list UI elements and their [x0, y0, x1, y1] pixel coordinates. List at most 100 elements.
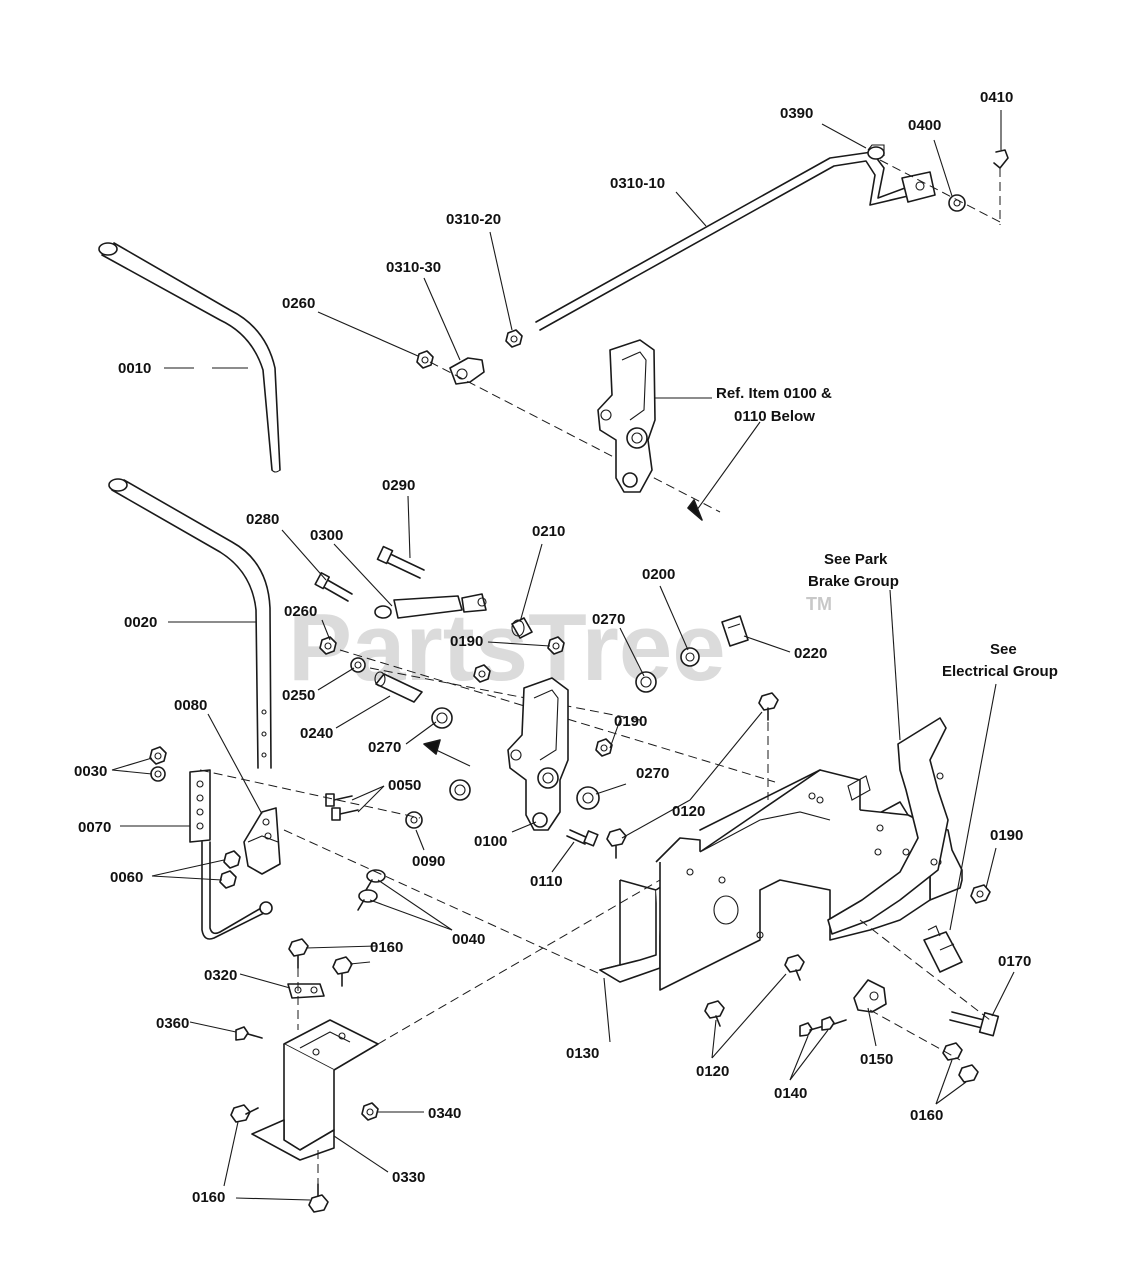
link-0300 — [374, 593, 487, 619]
rod-0310-10 — [535, 151, 936, 331]
label-0330: 0330 — [392, 1169, 425, 1186]
rod-lower — [201, 841, 273, 940]
bushing-0270-b — [431, 707, 453, 729]
bolt-0120-b — [606, 828, 627, 859]
bolt-0170 — [949, 1011, 1000, 1037]
bushing-0270-c — [449, 779, 471, 801]
nut-0260-lower — [319, 636, 337, 655]
washer-0400 — [948, 194, 966, 212]
bolt-0160-r1 — [942, 1042, 963, 1061]
washer-0200 — [680, 647, 700, 667]
park-note-line2: Brake Group — [808, 573, 899, 590]
label-0150: 0150 — [860, 1051, 893, 1068]
pivot-bracket-0080 — [243, 807, 281, 875]
label-0210: 0210 — [532, 523, 565, 540]
bolt-0280 — [314, 572, 353, 602]
label-0190-b: 0190 — [614, 713, 647, 730]
screw-0140-b — [821, 1016, 847, 1031]
bolt-0160-l1 — [288, 938, 309, 969]
label-0260-lower: 0260 — [284, 603, 317, 620]
label-0300: 0300 — [310, 527, 343, 544]
nut-0190-b — [595, 738, 613, 757]
label-0270-a: 0270 — [592, 611, 625, 628]
label-0190-a: 0190 — [450, 633, 483, 650]
label-0110: 0110 — [530, 873, 563, 890]
watermark-brand: PartsTree — [288, 594, 726, 701]
label-0170: 0170 — [998, 953, 1031, 970]
nut-0060-b — [219, 870, 237, 889]
bolt-0160-l2 — [332, 956, 353, 987]
ref-note-line1: Ref. Item 0100 & — [716, 385, 832, 402]
control-plate-upper — [597, 339, 656, 493]
label-0100: 0100 — [474, 833, 507, 850]
nut-0190-c — [970, 884, 991, 904]
label-0040: 0040 — [452, 931, 485, 948]
label-0120-a: 0120 — [672, 803, 705, 820]
label-0080: 0080 — [174, 697, 207, 714]
label-0240: 0240 — [300, 725, 333, 742]
part-labels: 0410 0390 0400 0310-10 0310-20 0310-30 0… — [74, 89, 1031, 1206]
label-0200: 0200 — [642, 566, 675, 583]
washer-0090 — [405, 811, 423, 829]
label-0160-c: 0160 — [192, 1189, 225, 1206]
label-0130: 0130 — [566, 1045, 599, 1062]
leader-lines — [111, 110, 1015, 1201]
bracket-0150 — [853, 979, 887, 1013]
clip-0410 — [993, 149, 1009, 169]
label-0160-b: 0160 — [910, 1107, 943, 1124]
label-0270-c: 0270 — [636, 765, 669, 782]
reference-notes: Ref. Item 0100 & 0110 Below See Park Bra… — [716, 385, 1058, 680]
arrow-upper — [687, 421, 761, 521]
washer-0250 — [350, 657, 366, 673]
strap-0070 — [189, 769, 211, 843]
bushing-0390 — [867, 144, 885, 160]
label-0190-c: 0190 — [990, 827, 1023, 844]
label-0030: 0030 — [74, 763, 107, 780]
label-0310-30: 0310-30 — [386, 259, 441, 276]
label-0260-top: 0260 — [282, 295, 315, 312]
bolt-0120-d — [704, 1000, 725, 1027]
clip-0220 — [721, 615, 749, 647]
watermark-trademark: TM — [806, 594, 832, 614]
label-0390: 0390 — [780, 105, 813, 122]
label-0280: 0280 — [246, 511, 279, 528]
label-0050: 0050 — [388, 777, 421, 794]
bolt-0290 — [376, 545, 425, 579]
label-0360: 0360 — [156, 1015, 189, 1032]
label-0090: 0090 — [412, 853, 445, 870]
nut-0030-a — [149, 746, 167, 765]
bolt-0110 — [566, 829, 599, 847]
handle-0020 — [108, 478, 272, 769]
label-0270-b: 0270 — [368, 739, 401, 756]
park-brake-bracket — [827, 717, 949, 935]
plate-0320 — [287, 983, 325, 999]
nut-0060-a — [223, 850, 241, 869]
bolt-0160-l3 — [230, 1104, 259, 1123]
label-0320: 0320 — [204, 967, 237, 984]
label-0310-10: 0310-10 — [610, 175, 665, 192]
label-0220: 0220 — [794, 645, 827, 662]
bushing-0270-a — [635, 671, 657, 693]
nut-0190-a — [547, 636, 565, 655]
screw-0140-a — [799, 1022, 825, 1037]
bolt-0160-r2 — [958, 1064, 979, 1083]
screw-0360 — [235, 1026, 263, 1041]
label-0310-20: 0310-20 — [446, 211, 501, 228]
nut-0340 — [361, 1102, 379, 1121]
bolt-0120-c — [784, 954, 805, 981]
bolt-0160-l4 — [308, 1183, 329, 1213]
arrow-middle — [423, 739, 471, 767]
nut-0030-b — [150, 766, 166, 782]
elec-note-line1: See — [990, 641, 1017, 658]
nut-mid — [473, 664, 491, 683]
switch-electrical — [923, 925, 963, 973]
label-0160-a: 0160 — [370, 939, 403, 956]
bracket-0330 — [251, 1019, 379, 1161]
label-0290: 0290 — [382, 477, 415, 494]
label-0340: 0340 — [428, 1105, 461, 1122]
tube-0240 — [374, 671, 423, 703]
label-0400: 0400 — [908, 117, 941, 134]
label-0060: 0060 — [110, 869, 143, 886]
bolt-0120-a — [758, 692, 779, 721]
bushing-0270-d — [576, 786, 600, 810]
